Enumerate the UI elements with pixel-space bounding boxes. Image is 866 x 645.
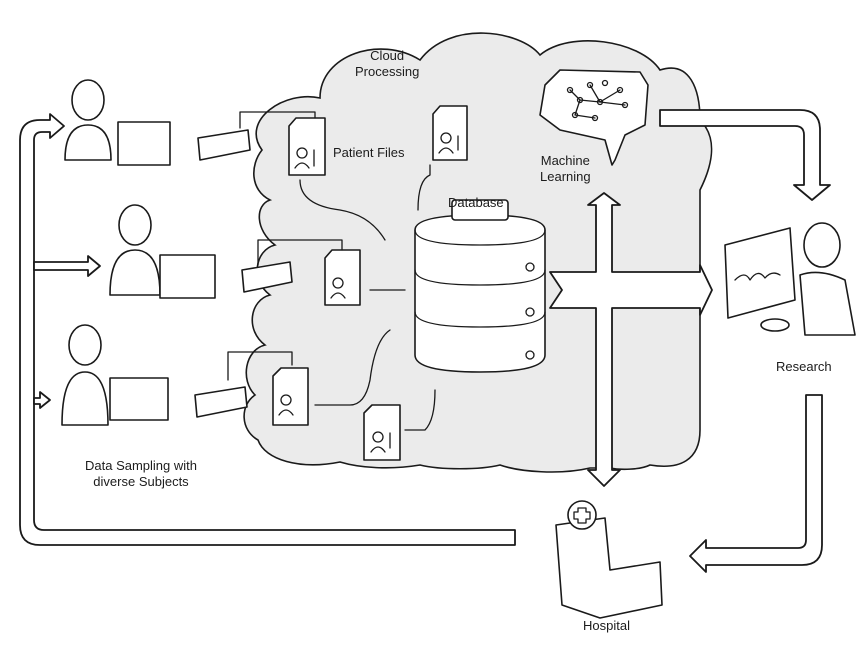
- research-label: Research: [776, 359, 832, 374]
- machine-learning-label: Machine Learning: [540, 153, 591, 185]
- database-distribution-arrows: [549, 192, 713, 487]
- ml-label-line2: Learning: [540, 169, 591, 184]
- flow-arrow: [239, 111, 316, 129]
- ml-label-line1: Machine: [540, 153, 590, 168]
- subject-person-icon: [64, 79, 251, 166]
- ml-to-research-arrow: [659, 109, 831, 201]
- sampling-label-line2: diverse Subjects: [93, 474, 189, 489]
- patient-file-icon: [288, 117, 326, 176]
- database-icon: [414, 199, 546, 373]
- flow-arrow: [417, 164, 431, 211]
- flow-arrow: [257, 239, 343, 266]
- flow-arrow: [299, 179, 386, 241]
- flow-arrow: [227, 351, 293, 381]
- hospital-label: Hospital: [583, 618, 630, 633]
- sampling-label-line1: Data Sampling with: [85, 458, 197, 473]
- feedback-loop-arrow: [19, 113, 516, 546]
- flow-arrow: [314, 329, 391, 406]
- data-sampling-label: Data Sampling with diverse Subjects: [85, 458, 197, 490]
- cloud-label-line2: Processing: [355, 64, 420, 79]
- subject-person-icon: [61, 324, 248, 426]
- research-to-hospital-arrow: [689, 394, 823, 573]
- branch-arrow-middle: [33, 255, 101, 277]
- research-scientist-icon: [724, 222, 856, 336]
- patient-file-icon: [272, 367, 309, 426]
- machine-learning-brain-icon: [539, 69, 649, 166]
- patient-file-icon: [324, 249, 361, 306]
- patient-file-icon: [363, 404, 401, 461]
- subject-person-icon: [109, 204, 293, 299]
- cloud-label-line1: Cloud: [370, 48, 405, 63]
- database-label: Database: [448, 195, 504, 210]
- flow-arrow: [404, 389, 436, 431]
- cloud-processing-label: Cloud Processing: [355, 48, 419, 80]
- hospital-building-icon: [555, 500, 663, 619]
- patient-file-icon: [432, 105, 468, 161]
- branch-arrow-bottom: [33, 391, 51, 409]
- patient-files-label: Patient Files: [333, 145, 405, 160]
